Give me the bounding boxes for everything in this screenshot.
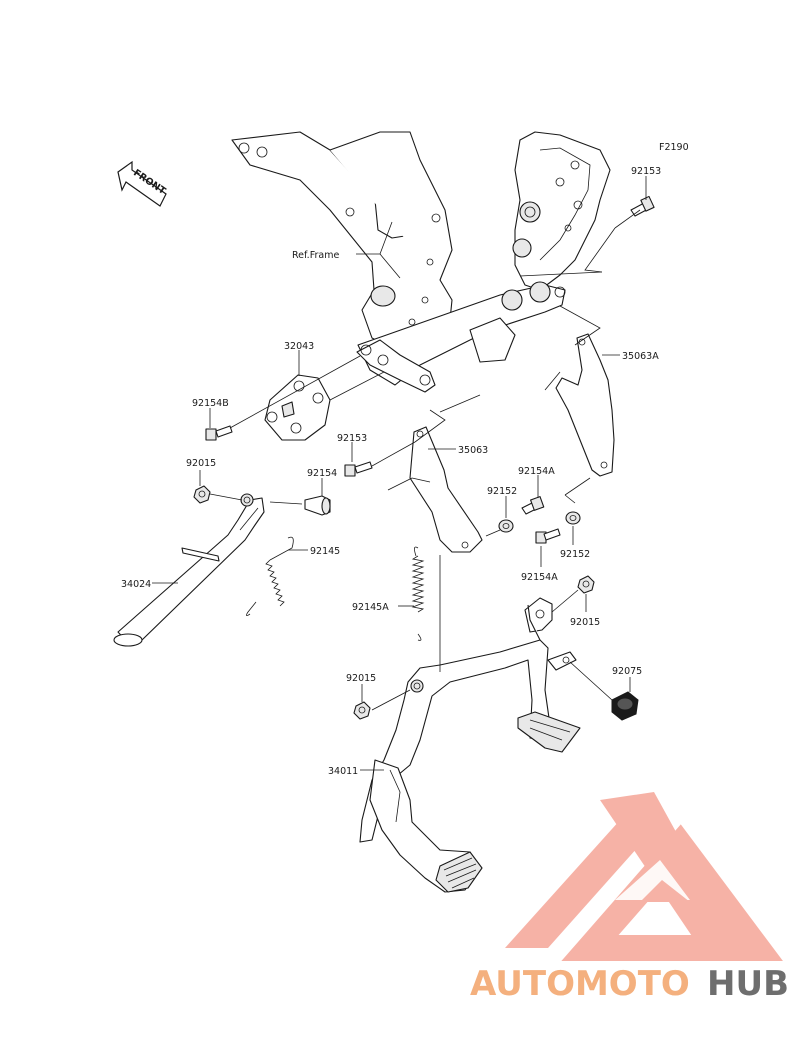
part-labels: F2190 Ref.Frame 92153 32043 35063A 92154… xyxy=(121,142,689,777)
bolt-92154a-lower xyxy=(535,528,561,544)
label-92015-bottom: 92015 xyxy=(346,673,376,684)
label-34024: 34024 xyxy=(121,579,151,590)
label-92154: 92154 xyxy=(307,468,337,479)
watermark-hub: HUB xyxy=(707,964,789,1004)
bolt-92154-pivot xyxy=(304,495,331,516)
collar-92152-right xyxy=(565,511,581,525)
bolt-92154b xyxy=(205,425,233,441)
label-92145a: 92145A xyxy=(352,602,389,613)
label-92154b: 92154B xyxy=(192,398,229,409)
label-34011: 34011 xyxy=(328,766,358,777)
label-35063: 35063 xyxy=(458,445,488,456)
label-92154a-lower: 92154A xyxy=(521,572,558,583)
leader-lines xyxy=(152,176,647,771)
label-92154a-upper: 92154A xyxy=(518,466,555,477)
nut-92015-left xyxy=(193,485,211,504)
front-direction-arrow: FRONT xyxy=(117,160,168,207)
label-32043: 32043 xyxy=(284,341,314,352)
bolt-92153-upper xyxy=(630,195,655,217)
side-stand-34024 xyxy=(113,493,265,647)
label-ref-frame: Ref.Frame xyxy=(292,250,339,261)
collar-92152-left xyxy=(498,519,514,533)
bolt-92153-mid xyxy=(344,461,373,477)
bracket-32043 xyxy=(264,374,331,441)
bolt-92154a-upper xyxy=(521,496,545,515)
nut-92015-bottom xyxy=(353,701,371,720)
label-92153-upper: 92153 xyxy=(631,166,661,177)
watermark-automoto: AUTOMOTO xyxy=(470,964,690,1004)
main-stand-34011 xyxy=(359,597,581,893)
label-92015-right: 92015 xyxy=(570,617,600,628)
label-92152-right: 92152 xyxy=(560,549,590,560)
spring-92145 xyxy=(246,536,294,616)
label-92015-left: 92015 xyxy=(186,458,216,469)
label-92152-left: 92152 xyxy=(487,486,517,497)
figure-code: F2190 xyxy=(659,142,689,153)
label-35063a: 35063A xyxy=(622,351,659,362)
reference-frame xyxy=(231,131,611,393)
label-92075: 92075 xyxy=(612,666,642,677)
bracket-35063 xyxy=(409,426,483,553)
nut-92015-right xyxy=(577,575,595,594)
label-92145: 92145 xyxy=(310,546,340,557)
watermark-text: AUTOMOTO HUB xyxy=(470,964,789,1004)
label-92153-mid: 92153 xyxy=(337,433,367,444)
spring-92145a xyxy=(411,546,425,641)
cap-92075 xyxy=(611,691,639,721)
automotohub-logo xyxy=(505,792,783,961)
